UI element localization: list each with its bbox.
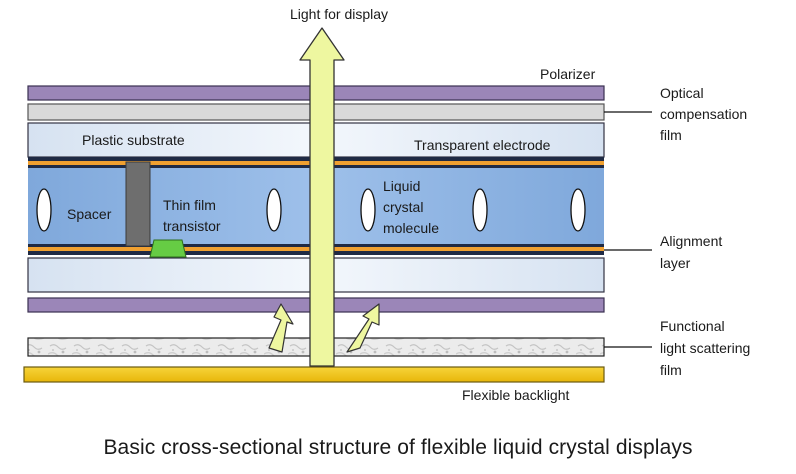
light-scattering-label-line1: Functional xyxy=(660,318,725,334)
diagram-caption: Basic cross-sectional structure of flexi… xyxy=(103,436,692,459)
plastic-substrate-label: Plastic substrate xyxy=(82,132,185,148)
lc-molecule-label-line1: Liquid xyxy=(383,178,420,194)
alignment-layer-label-line1: Alignment xyxy=(660,233,722,249)
thin-film-transistor-label-line2: transistor xyxy=(163,218,221,234)
lc-molecule-label-line2: crystal xyxy=(383,199,423,215)
polarizer-label: Polarizer xyxy=(540,66,596,82)
optical-compensation-label-line1: Optical xyxy=(660,85,704,101)
transparent-electrode-label: Transparent electrode xyxy=(414,137,551,153)
light-scattering-label-line3: film xyxy=(660,362,682,378)
lc-molecule-2 xyxy=(266,188,282,232)
flexible-backlight-label: Flexible backlight xyxy=(462,387,569,403)
lc-molecule-1 xyxy=(36,188,52,232)
lc-molecule-3 xyxy=(360,188,376,232)
flexible-backlight-layer xyxy=(23,366,605,383)
spacer-label: Spacer xyxy=(67,206,112,222)
light-arrow-left xyxy=(268,303,294,353)
optical-compensation-label-line2: compensation xyxy=(660,106,747,122)
light-scattering-label-line2: light scattering xyxy=(660,340,750,356)
light-for-display-label: Light for display xyxy=(290,6,388,22)
alignment-layer-label-line2: layer xyxy=(660,255,691,271)
lc-molecule-4 xyxy=(472,188,488,232)
thin-film-transistor-shape xyxy=(149,239,187,258)
lc-molecule-5 xyxy=(570,188,586,232)
light-arrow-right xyxy=(346,303,380,353)
thin-film-transistor-label-line1: Thin film xyxy=(163,197,216,213)
light-for-display-arrow xyxy=(299,27,345,367)
spacer-post xyxy=(125,161,151,247)
optical-compensation-label-line3: film xyxy=(660,127,682,143)
lc-molecule-label-line3: molecule xyxy=(383,220,439,236)
